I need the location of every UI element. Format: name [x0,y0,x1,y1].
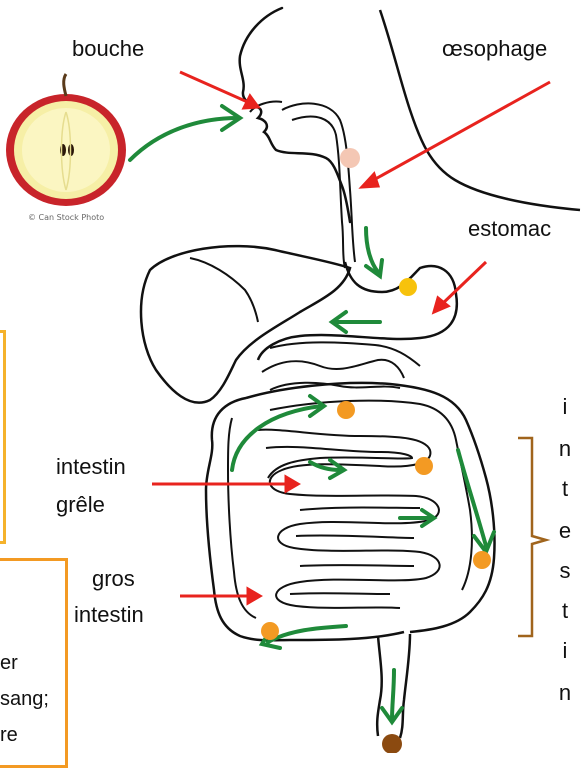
stomach-inner-line [270,342,420,366]
apple-illustration [6,74,126,206]
vertical-letter-4: e [556,518,574,544]
vertical-letter-1: i [556,394,574,420]
waste-dot [382,734,402,753]
flow-arrows [130,106,494,722]
label-gros-intestin-line1: gros [92,564,135,594]
apple-to-mouth-arrow [130,118,238,160]
intestin-bracket [518,438,546,636]
vertical-letter-5: s [556,558,574,584]
head-outline [240,8,350,222]
oesophagus-front-wall [292,116,345,268]
bolus-colon-left [261,622,279,640]
oesophagus-back-wall [282,103,355,262]
label-bouche: bouche [72,34,144,64]
bolus-colon-right [473,551,491,569]
apple-image-credit: © Can Stock Photo [28,213,104,222]
gros-intestin-arrowhead [248,589,260,603]
vertical-letter-6: t [556,598,574,624]
vertical-letter-7: i [556,638,574,664]
label-intestin-grele-line2: grêle [56,490,105,520]
liver-lobe-line [190,258,258,322]
label-intestin-grele-line1: intestin [56,452,126,482]
bolus-small-intestine-1 [337,401,355,419]
label-oesophage: œsophage [442,34,547,64]
vertical-letter-2: n [556,436,574,462]
label-gros-intestin-line2: intestin [74,600,144,630]
intestin-grele-arrowhead [286,477,298,491]
oesophage-arrowhead [362,174,378,187]
estomac-arrow [440,262,486,306]
label-estomac: estomac [468,214,551,244]
bolus-stomach [399,278,417,296]
liver-outline [141,246,350,403]
bolus-small-intestine-2 [415,457,433,475]
vertical-letter-3: t [556,476,574,502]
vertical-letter-8: n [556,680,574,706]
partial-text-line-1: er [0,650,18,676]
colon-inner-line [228,401,472,618]
bouche-arrowhead [244,96,258,108]
bolus-oesophagus [340,148,360,168]
cropped-yellow-box [0,330,6,544]
pancreas-outline [262,360,404,378]
partial-text-line-2: sang; [0,686,49,712]
rectum-arrow [392,670,394,720]
partial-text-line-3: re [0,722,18,748]
oesophage-arrow [370,82,550,182]
